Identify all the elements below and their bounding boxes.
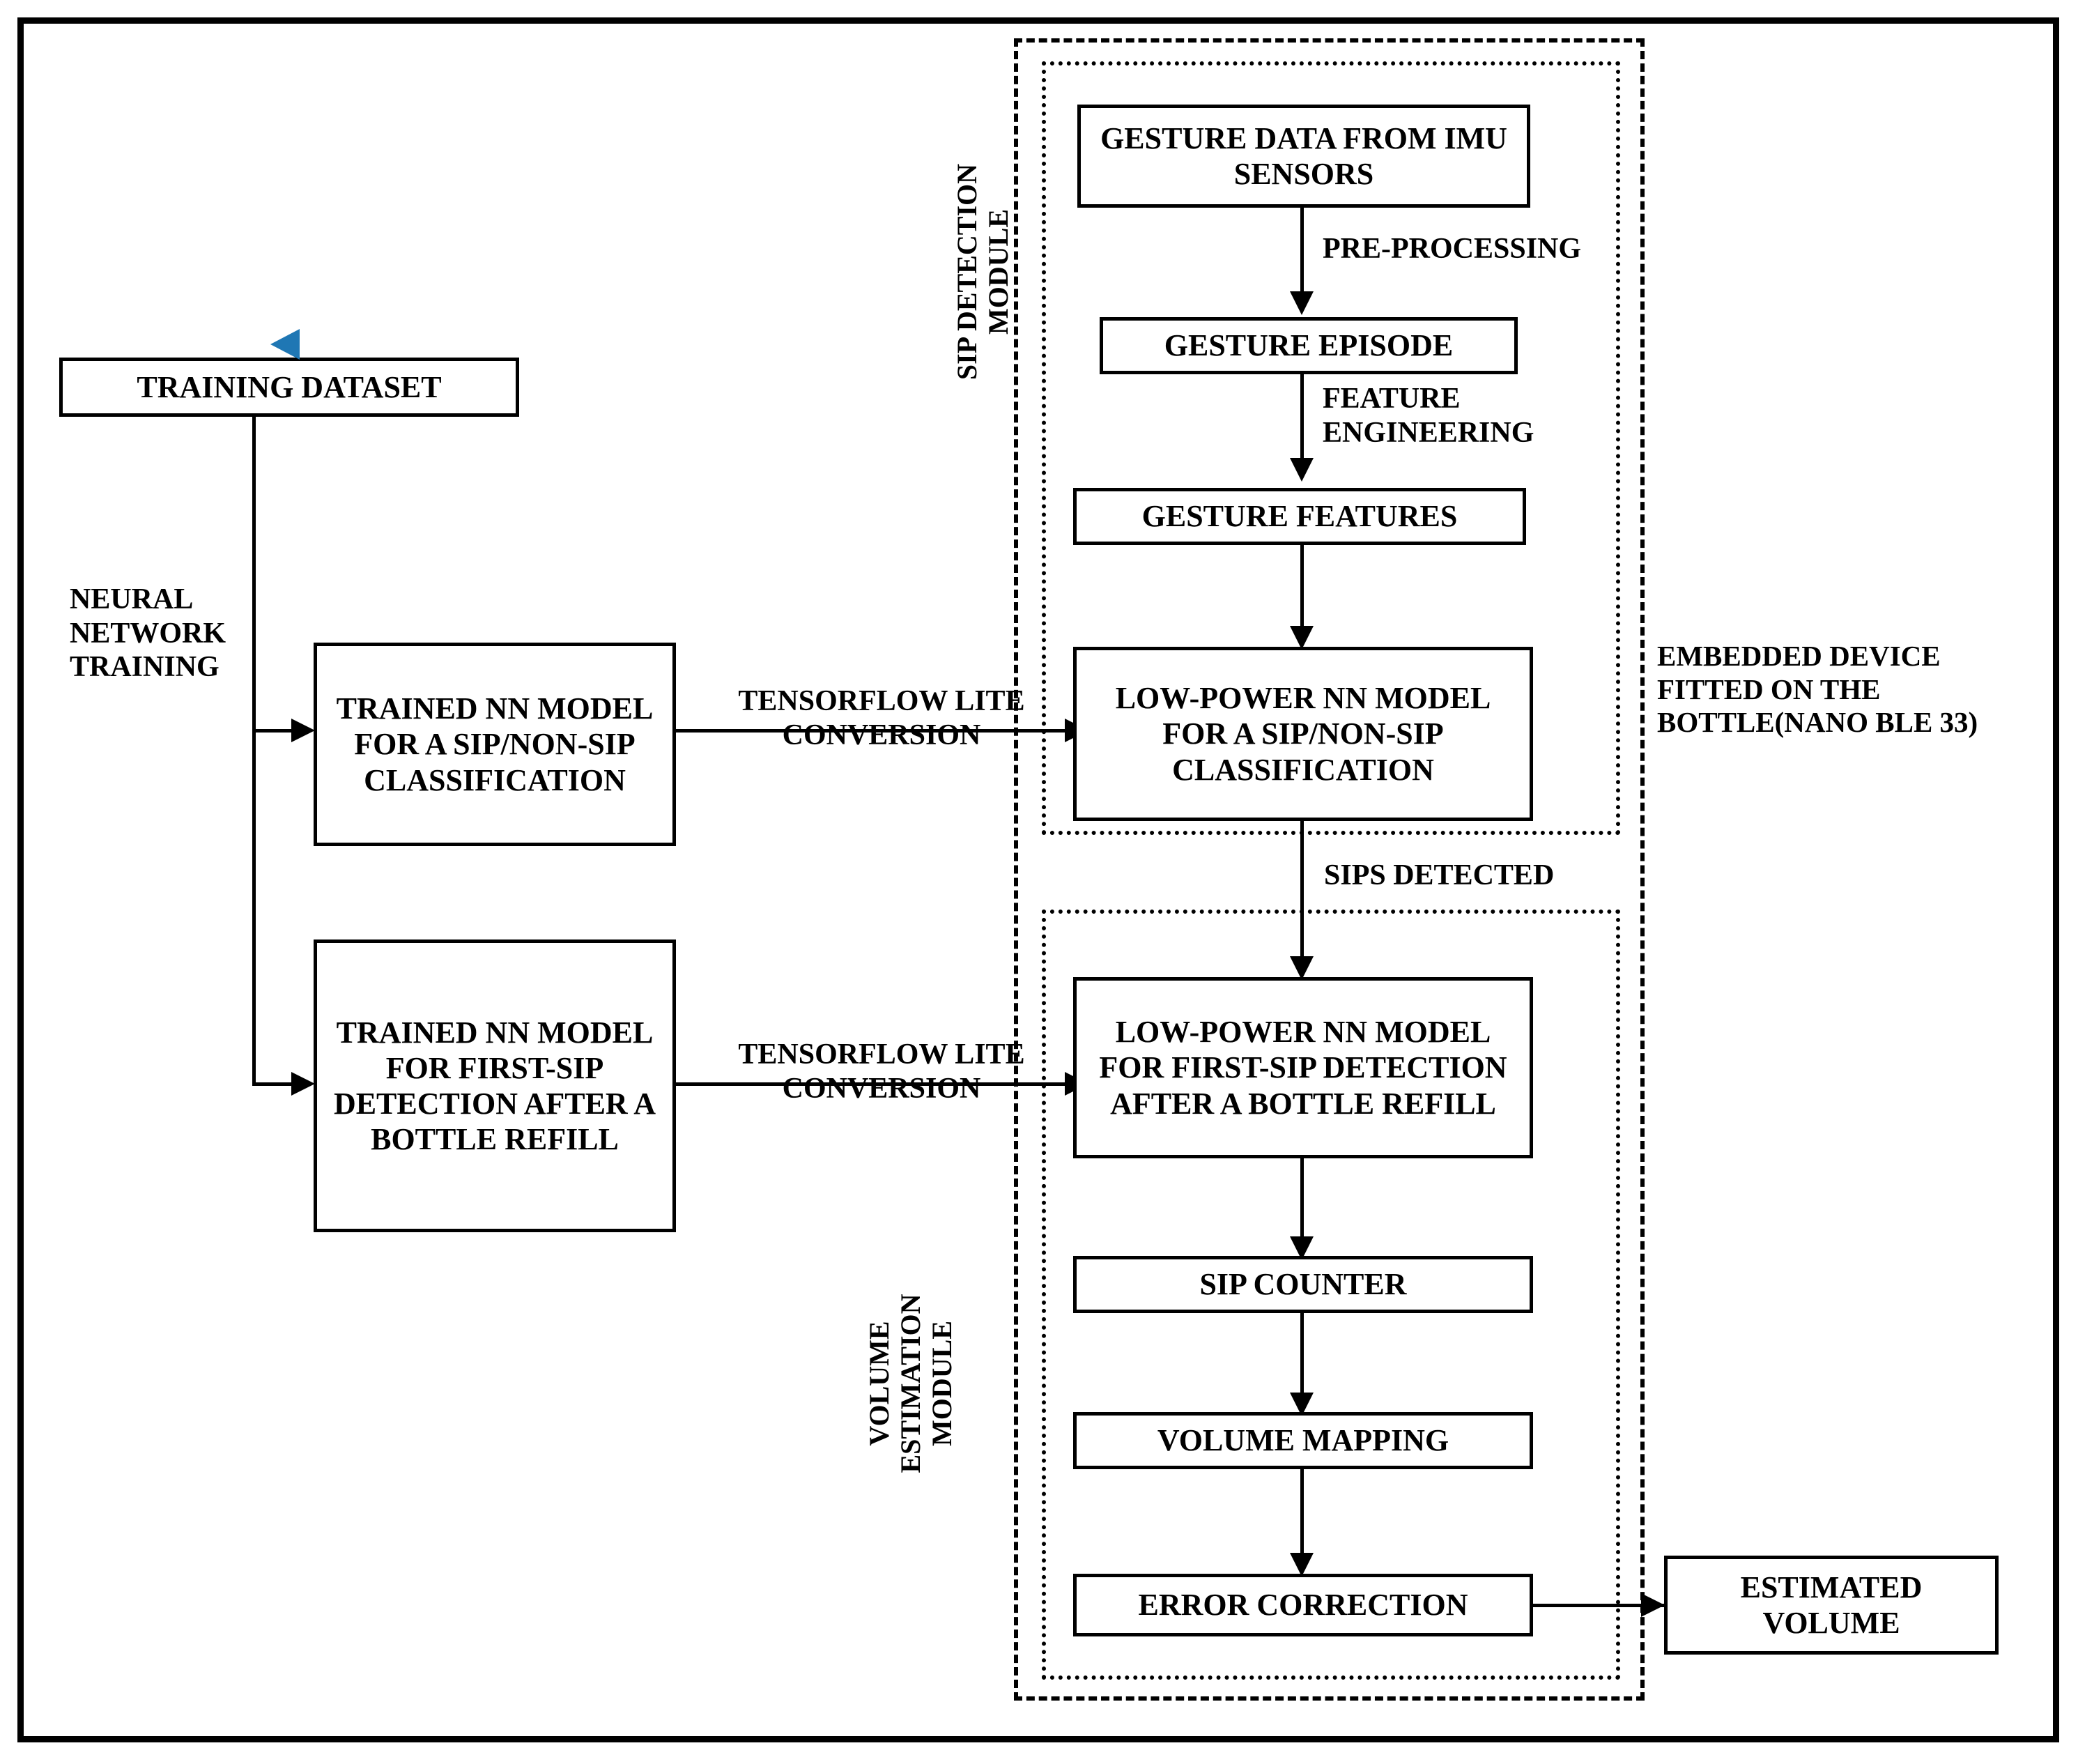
sip-detection-module-caption: SIP DETECTION MODULE bbox=[951, 163, 1014, 381]
volume-estimation-dotted-frame bbox=[1042, 910, 1620, 1680]
sip-counter-box[interactable]: SIP COUNTER bbox=[1073, 1256, 1533, 1313]
gesture-features-box[interactable]: GESTURE FEATURES bbox=[1073, 488, 1526, 545]
arrow-to-sip-model bbox=[291, 719, 315, 742]
connector-firstsip-to-counter bbox=[1300, 1158, 1304, 1256]
lowpower-nn-sip-classification-box[interactable]: LOW-POWER NN MODEL FOR A SIP/NON-SIP CLA… bbox=[1073, 647, 1533, 821]
training-dataset-box[interactable]: TRAINING DATASET bbox=[59, 358, 519, 417]
branch-line-to-sip-model bbox=[252, 729, 295, 733]
lowpower-nn-sip-classification-label: LOW-POWER NN MODEL FOR A SIP/NON-SIP CLA… bbox=[1115, 681, 1491, 787]
tflite-conversion-label-top: TENSORFLOW LITE CONVERSION bbox=[738, 685, 1025, 751]
connector-counter-to-mapping bbox=[1300, 1313, 1304, 1412]
training-trunk-line bbox=[252, 415, 256, 1086]
pre-processing-label: PRE-PROCESSING bbox=[1323, 233, 1582, 265]
connector-gesturedata-to-episode bbox=[1300, 208, 1304, 311]
feature-engineering-label: FEATURE ENGINEERING bbox=[1323, 383, 1534, 449]
connector-features-to-lowpower-nn bbox=[1300, 545, 1304, 645]
arrow-to-estimated-volume bbox=[1641, 1593, 1665, 1617]
error-correction-box[interactable]: ERROR CORRECTION bbox=[1073, 1574, 1533, 1636]
neural-network-training-label: NEURAL NETWORK TRAINING bbox=[70, 583, 226, 684]
volume-estimation-module-caption: VOLUME ESTIMATION MODULE bbox=[863, 1294, 957, 1473]
tflite-conversion-label-bottom: TENSORFLOW LITE CONVERSION bbox=[738, 1038, 1025, 1105]
connector-episode-to-features bbox=[1300, 374, 1304, 477]
lowpower-nn-firstsip-detection-box[interactable]: LOW-POWER NN MODEL FOR FIRST-SIP DETECTI… bbox=[1073, 977, 1533, 1158]
embedded-device-dashed-frame bbox=[1014, 38, 1645, 1701]
arrow-to-error-correction bbox=[1290, 1553, 1314, 1577]
embedded-device-caption: EMBEDDED DEVICE FITTED ON THE BOTTLE(NAN… bbox=[1657, 640, 1978, 739]
arrow-to-lowpower-sip-nn bbox=[1290, 626, 1314, 650]
gesture-data-imu-box[interactable]: GESTURE DATA FROM IMU SENSORS bbox=[1077, 105, 1530, 208]
blue-left-triangle-marker bbox=[270, 329, 300, 360]
gesture-episode-label: GESTURE EPISODE bbox=[1164, 328, 1454, 363]
branch-line-to-firstsip-model bbox=[252, 1082, 295, 1086]
sip-detection-dotted-frame bbox=[1042, 61, 1620, 835]
gesture-episode-box[interactable]: GESTURE EPISODE bbox=[1100, 317, 1518, 374]
gesture-features-label: GESTURE FEATURES bbox=[1141, 499, 1458, 534]
lowpower-nn-firstsip-detection-label: LOW-POWER NN MODEL FOR FIRST-SIP DETECTI… bbox=[1099, 1015, 1507, 1121]
gesture-data-imu-label: GESTURE DATA FROM IMU SENSORS bbox=[1100, 121, 1507, 191]
arrow-to-gesture-episode bbox=[1290, 291, 1314, 315]
sips-detected-connector bbox=[1300, 821, 1304, 976]
training-dataset-label: TRAINING DATASET bbox=[137, 369, 442, 404]
page-outer-frame bbox=[17, 17, 2059, 1742]
trained-nn-sip-model-label: TRAINED NN MODEL FOR A SIP/NON-SIP CLASS… bbox=[336, 691, 654, 797]
tflite-conversion-line-bottom bbox=[676, 1082, 1087, 1086]
error-correction-label: ERROR CORRECTION bbox=[1138, 1588, 1468, 1623]
arrow-to-firstsip-model bbox=[291, 1072, 315, 1096]
estimated-volume-box[interactable]: ESTIMATED VOLUME bbox=[1664, 1556, 1999, 1655]
connector-mapping-to-error-correction bbox=[1300, 1469, 1304, 1572]
estimated-volume-label: ESTIMATED VOLUME bbox=[1740, 1570, 1923, 1640]
volume-mapping-box[interactable]: VOLUME MAPPING bbox=[1073, 1412, 1533, 1469]
arrow-to-gesture-features bbox=[1290, 458, 1314, 482]
trained-nn-sip-model-box[interactable]: TRAINED NN MODEL FOR A SIP/NON-SIP CLASS… bbox=[314, 643, 676, 846]
trained-nn-firstsip-model-label: TRAINED NN MODEL FOR FIRST-SIP DETECTION… bbox=[333, 1015, 656, 1157]
trained-nn-firstsip-model-box[interactable]: TRAINED NN MODEL FOR FIRST-SIP DETECTION… bbox=[314, 939, 676, 1232]
connector-error-correction-to-output bbox=[1533, 1604, 1665, 1607]
volume-mapping-label: VOLUME MAPPING bbox=[1157, 1423, 1449, 1458]
sips-detected-label: SIPS DETECTED bbox=[1324, 859, 1555, 891]
sip-counter-label: SIP COUNTER bbox=[1199, 1267, 1407, 1302]
tflite-conversion-line-top bbox=[676, 729, 1087, 733]
arrow-sips-detected bbox=[1290, 956, 1314, 980]
